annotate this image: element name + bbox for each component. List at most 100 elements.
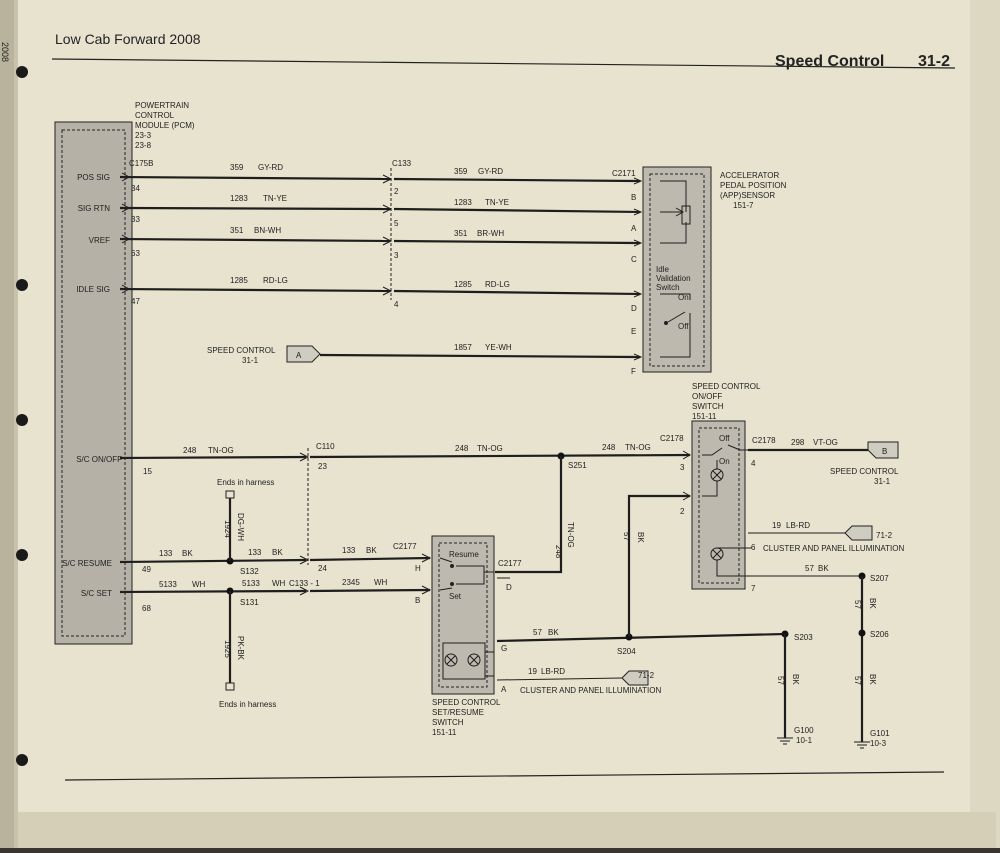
wire-color: BK [548, 628, 559, 637]
wire-color: DG-WH [236, 513, 245, 541]
wire-circuit: 248 [602, 443, 616, 452]
wire-idle-right [393, 289, 641, 296]
connector-arrow [382, 236, 393, 246]
lamp-bracket [442, 642, 486, 680]
pcm-pin-number: 15 [143, 467, 152, 476]
lamp-icon [467, 653, 481, 667]
wire-color: TN-OG [566, 522, 575, 548]
c2178-left-label: C2178 [660, 434, 684, 443]
switch-internal-wire [456, 572, 485, 585]
speed-control-ref-page: 31-1 [242, 356, 259, 365]
app-sensor-inner [649, 173, 705, 367]
ground-g101-page: 10-3 [870, 739, 887, 748]
wire-onoff-vertical [495, 456, 563, 574]
wire-color: GY-RD [258, 163, 283, 172]
speed-control-in-letter: A [296, 351, 302, 360]
wire-color: WH [192, 580, 206, 589]
c2177-left-label: C2177 [393, 542, 417, 551]
c2178-pin: 2 [680, 507, 685, 516]
wire-color: TN-OG [625, 443, 651, 452]
app-internal-wire [660, 222, 687, 244]
pcm-pin-label: POS SIG [77, 173, 110, 182]
wire-lb-rd-bottom [496, 677, 623, 681]
ground-g100: G100 [794, 726, 814, 735]
footer-rule [64, 771, 945, 781]
c2178-pin: 6 [751, 543, 756, 552]
harness-end-cap [225, 490, 235, 499]
idle-switch-off: Off [678, 322, 689, 331]
pcm-pin-number: 33 [131, 215, 140, 224]
binder-hole [16, 279, 28, 291]
app-sensor-title: ACCELERATOR [720, 171, 779, 180]
connector-arrow [121, 172, 131, 182]
pcm-title-line: CONTROL [135, 111, 175, 120]
resume-set-circuit: 133 BK 133 BK 133 BK 5133 WH 5133 WH 234… [119, 478, 432, 709]
onoff-switch-inner [698, 427, 740, 584]
wire-circuit: 1283 [454, 198, 472, 207]
splice-s207: S207 [870, 574, 889, 583]
c133-pin: 4 [394, 300, 399, 309]
wire-color: RD-LG [263, 276, 288, 285]
c2178-pin: 7 [751, 584, 756, 593]
wire-circuit: 133 [248, 548, 262, 557]
bottom-page-edge [18, 812, 996, 848]
splice-s204: S204 [617, 647, 636, 656]
wire-color: WH [374, 578, 388, 587]
pcm-box [54, 121, 133, 645]
wire-circuit: 298 [791, 438, 805, 447]
connector-arrow [382, 174, 393, 184]
c2177-pin: B [415, 596, 420, 605]
app-pin: E [631, 327, 636, 336]
wire-onoff-right [309, 453, 691, 459]
app-sensor-title: PEDAL POSITION [720, 181, 787, 190]
wire-circuit: 1924 [223, 520, 232, 538]
speed-control-out-page: 31-1 [874, 477, 891, 486]
c133-pin: 5 [394, 219, 399, 228]
speed-control-ref: SPEED CONTROL [207, 346, 276, 355]
pcm-connector-label: C175B [129, 159, 153, 168]
splice-s131: S131 [240, 598, 259, 607]
cluster-ref-flag [621, 670, 649, 686]
app-internal-wire [660, 180, 687, 212]
pcm-inner-outline [61, 129, 126, 637]
splice-dot [858, 629, 866, 637]
connector-arrow [299, 586, 310, 596]
idle-switch-wire [660, 313, 691, 358]
wire-color: BK [636, 532, 645, 543]
wire-color: VT-OG [813, 438, 838, 447]
app-sensor: C2171 B A C D E F Idle Validation Switch… [612, 166, 787, 376]
app-sensor-title: (APP)SENSOR [720, 191, 775, 200]
wire-circuit: 19 [772, 521, 781, 530]
wire-circuit: 57 [805, 564, 814, 573]
wire-circuit: 57 [853, 676, 862, 685]
wire-color: GY-RD [478, 167, 503, 176]
onoff-internal-wire [702, 481, 718, 497]
onoff-switch-title: 151-11 [692, 412, 717, 421]
set-resume-title: SWITCH [432, 718, 464, 727]
set-resume-switch: Resume Set C2177 D G A SPEED CONTROL SET… [431, 535, 522, 737]
set-resume-title: SET/RESUME [432, 708, 484, 717]
lamp-icon-cross [469, 655, 479, 665]
c2177-right-label: C2177 [498, 559, 522, 568]
wire-pos-sig-right [393, 177, 641, 183]
app-pin: B [631, 193, 636, 202]
wire-speed-control [319, 353, 641, 359]
set-resume-title: 151-11 [432, 728, 457, 737]
connector-arrow [633, 353, 643, 361]
pcm-pin-label: S/C ON/OFF [76, 455, 122, 464]
lamp-icon-cross [712, 549, 722, 559]
right-page-edge [970, 0, 1000, 848]
wire-color: TN-YE [263, 194, 287, 203]
c2177-pin: A [501, 685, 507, 694]
wire-resume-right [309, 556, 431, 562]
spine [0, 0, 14, 848]
wire-resume-left [119, 558, 307, 564]
cluster-top-text: CLUSTER AND PANEL ILLUMINATION [763, 544, 904, 553]
cluster-bottom-text: CLUSTER AND PANEL ILLUMINATION [520, 686, 661, 695]
c2177-pin: D [506, 583, 512, 592]
app-pin: A [631, 224, 637, 233]
connector-arrow [121, 234, 131, 244]
binder-hole [16, 549, 28, 561]
